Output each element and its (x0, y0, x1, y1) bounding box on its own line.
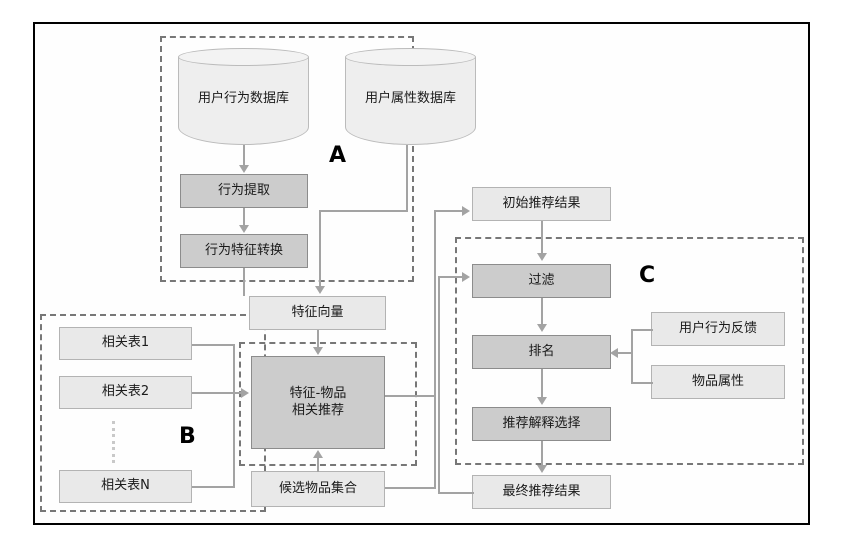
arrowhead (537, 253, 547, 261)
edge-filter-to-ranking (541, 298, 543, 326)
node-label: 行为提取 (217, 182, 270, 198)
user-attribute-db[interactable]: 用户属性数据库 (345, 48, 476, 145)
user-behavior-db[interactable]: 用户行为数据库 (178, 48, 309, 145)
node-initial-recommend-result[interactable]: 初始推荐结果 (472, 187, 611, 221)
edge-rt-bus-to-recommend (215, 392, 245, 394)
db-body (178, 57, 309, 145)
node-explanation-selection[interactable]: 推荐解释选择 (472, 407, 611, 441)
arrowhead (315, 286, 325, 294)
edge-feedback-to-ranking (618, 352, 633, 354)
node-label: 相关表1 (101, 335, 150, 351)
edge-right-bus (434, 210, 436, 489)
arrowhead (537, 465, 547, 473)
node-ranking[interactable]: 排名 (472, 335, 611, 369)
edge-initial-to-filter (541, 221, 543, 255)
node-label-line2: 相关推荐 (291, 402, 344, 418)
node-relation-table-1[interactable]: 相关表1 (59, 327, 192, 360)
edge-db-to-extraction (243, 145, 245, 167)
node-label: 相关表N (101, 478, 150, 494)
region-c-label: C (639, 263, 656, 288)
arrowhead (610, 348, 618, 358)
node-label: 相关表2 (101, 384, 150, 400)
arrowhead (313, 347, 323, 355)
db-top-ellipse (345, 48, 476, 66)
region-feature-item (239, 342, 417, 466)
node-label: 最终推荐结果 (502, 483, 581, 499)
node-label: 特征向量 (291, 304, 344, 320)
node-filter[interactable]: 过滤 (472, 264, 611, 298)
node-behavior-extraction[interactable]: 行为提取 (180, 174, 308, 208)
node-relation-table-2[interactable]: 相关表2 (59, 376, 192, 409)
edge-attrdb-down (406, 145, 408, 211)
edge-featurevector-to-recommend (317, 330, 319, 349)
arrowhead (537, 397, 547, 405)
arrowhead (462, 272, 470, 282)
edge-candidate-right (385, 487, 436, 489)
node-label: 推荐解释选择 (502, 415, 581, 431)
node-candidate-item-set[interactable]: 候选物品集合 (251, 471, 385, 507)
edge-transform-to-feature-vector (243, 268, 245, 296)
node-relation-table-n[interactable]: 相关表N (59, 470, 192, 503)
node-feature-item-recommend[interactable]: 特征-物品 相关推荐 (251, 356, 385, 449)
db-top-ellipse (178, 48, 309, 66)
relation-table-ellipsis (112, 421, 115, 463)
user-behavior-db-label: 用户行为数据库 (197, 91, 289, 106)
edge-recommend-right (385, 395, 436, 397)
arrowhead (313, 450, 323, 458)
edge-candidate-to-recommend (317, 456, 319, 472)
edge-bus-to-initial (434, 210, 466, 212)
edge-rtn-out (192, 486, 235, 488)
edge-attrdb-to-feature-vector (319, 210, 321, 288)
edge-final-loop-left (438, 492, 474, 494)
arrowhead (239, 165, 249, 173)
arrowhead (537, 324, 547, 332)
edge-itemattr-out (631, 382, 653, 384)
arrowhead (241, 388, 249, 398)
node-label-line1: 特征-物品 (289, 386, 347, 402)
user-attribute-db-label: 用户属性数据库 (364, 91, 456, 106)
db-body (345, 57, 476, 145)
edge-attrdb-left (319, 210, 408, 212)
arrowhead (239, 225, 249, 233)
edge-final-loop-up (438, 276, 440, 494)
region-c (455, 237, 804, 465)
edge-rt1-out (192, 344, 235, 346)
node-final-recommend-result[interactable]: 最终推荐结果 (472, 475, 611, 509)
edge-ranking-to-explanation (541, 369, 543, 399)
node-label: 用户行为反馈 (678, 320, 757, 336)
edge-rt2-out (192, 392, 235, 394)
node-label: 物品属性 (691, 373, 744, 389)
edge-rt-bus (233, 344, 235, 488)
edge-feedback-out (631, 329, 653, 331)
node-feature-vector[interactable]: 特征向量 (249, 296, 386, 330)
region-a (160, 36, 414, 282)
node-label: 初始推荐结果 (502, 195, 581, 211)
node-label: 候选物品集合 (278, 480, 357, 496)
node-user-behavior-feedback[interactable]: 用户行为反馈 (651, 312, 785, 346)
node-label: 过滤 (528, 272, 555, 288)
arrowhead (462, 206, 470, 216)
node-label: 行为特征转换 (204, 242, 283, 258)
edge-final-loop-to-filter (438, 276, 466, 278)
edge-feedback-bus (631, 329, 633, 384)
node-item-attribute[interactable]: 物品属性 (651, 365, 785, 399)
diagram-frame: A B C 用户行为数据库 用户属性数据库 行为提取 行为特征转换 特征向量 (33, 22, 810, 525)
edge-extraction-to-transform (243, 208, 245, 227)
node-behavior-feature-transform[interactable]: 行为特征转换 (180, 234, 308, 268)
region-a-label: A (329, 143, 347, 168)
node-label: 排名 (528, 343, 555, 359)
edge-explanation-to-final (541, 441, 543, 467)
region-b-label: B (179, 424, 196, 449)
